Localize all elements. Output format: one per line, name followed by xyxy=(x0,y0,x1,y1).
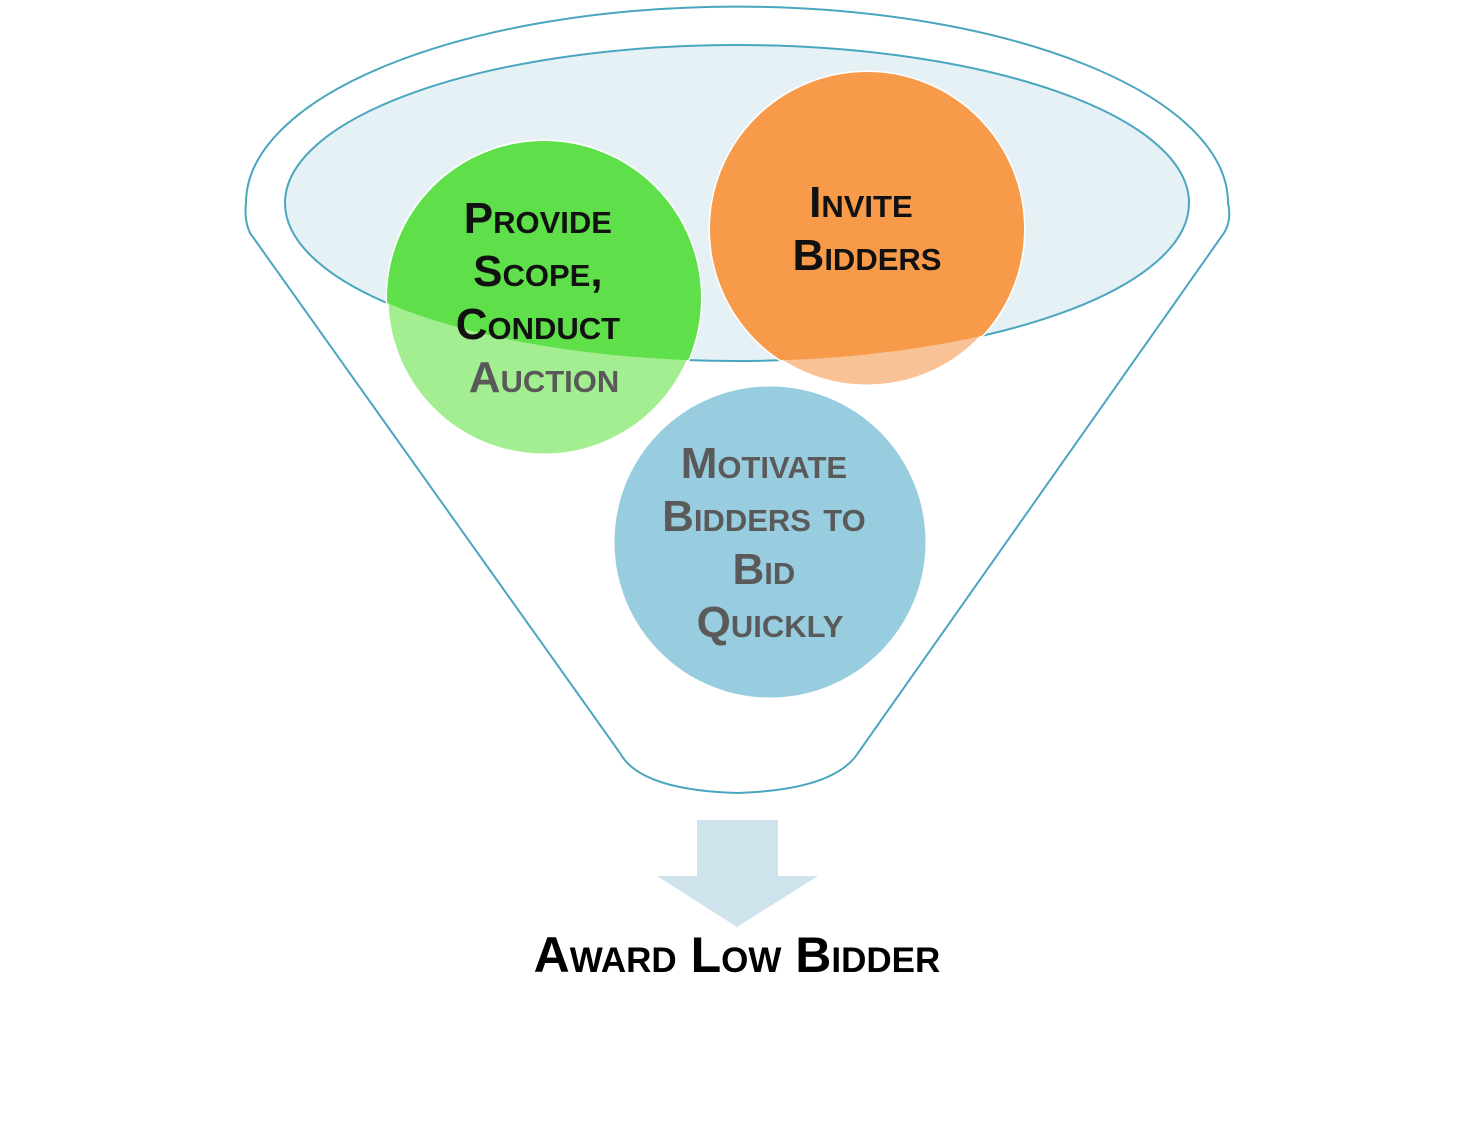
stage-label-line: Bidders to xyxy=(662,492,866,541)
stage-label-line: Motivate xyxy=(681,439,847,488)
stage-label-line: Scope, xyxy=(473,247,602,296)
stage-label-provide-scope: Provide Scope, Conduct Auction xyxy=(456,194,633,402)
stage-label-line: Bid xyxy=(732,545,795,594)
stage-circle-invite-bidders-upper xyxy=(710,72,1024,361)
stage-circle-invite-bidders: Invite Bidders xyxy=(708,70,1026,388)
stage-label-motivate-bidders: Motivate Bidders to Bid Quickly xyxy=(662,439,878,647)
stage-label-line: Provide xyxy=(464,194,612,243)
result-label: Award Low Bidder xyxy=(534,927,941,983)
stage-label-line: Bidders xyxy=(793,231,942,280)
stage-label-line: Invite xyxy=(809,178,913,227)
stage-circle-motivate-bidders-body xyxy=(611,383,929,701)
stage-label-line: Conduct xyxy=(456,300,620,349)
stage-circle-provide-scope-upper xyxy=(387,141,701,361)
stage-circle-provide-scope: Provide Scope, Conduct Auction xyxy=(385,139,703,457)
down-arrow-icon xyxy=(657,820,818,927)
stage-label-invite-bidders: Invite Bidders xyxy=(793,178,942,280)
stage-circle-motivate-bidders: Motivate Bidders to Bid Quickly xyxy=(611,383,929,701)
stage-label-line: Quickly xyxy=(697,598,844,647)
stage-label-line: Auction xyxy=(469,353,620,402)
